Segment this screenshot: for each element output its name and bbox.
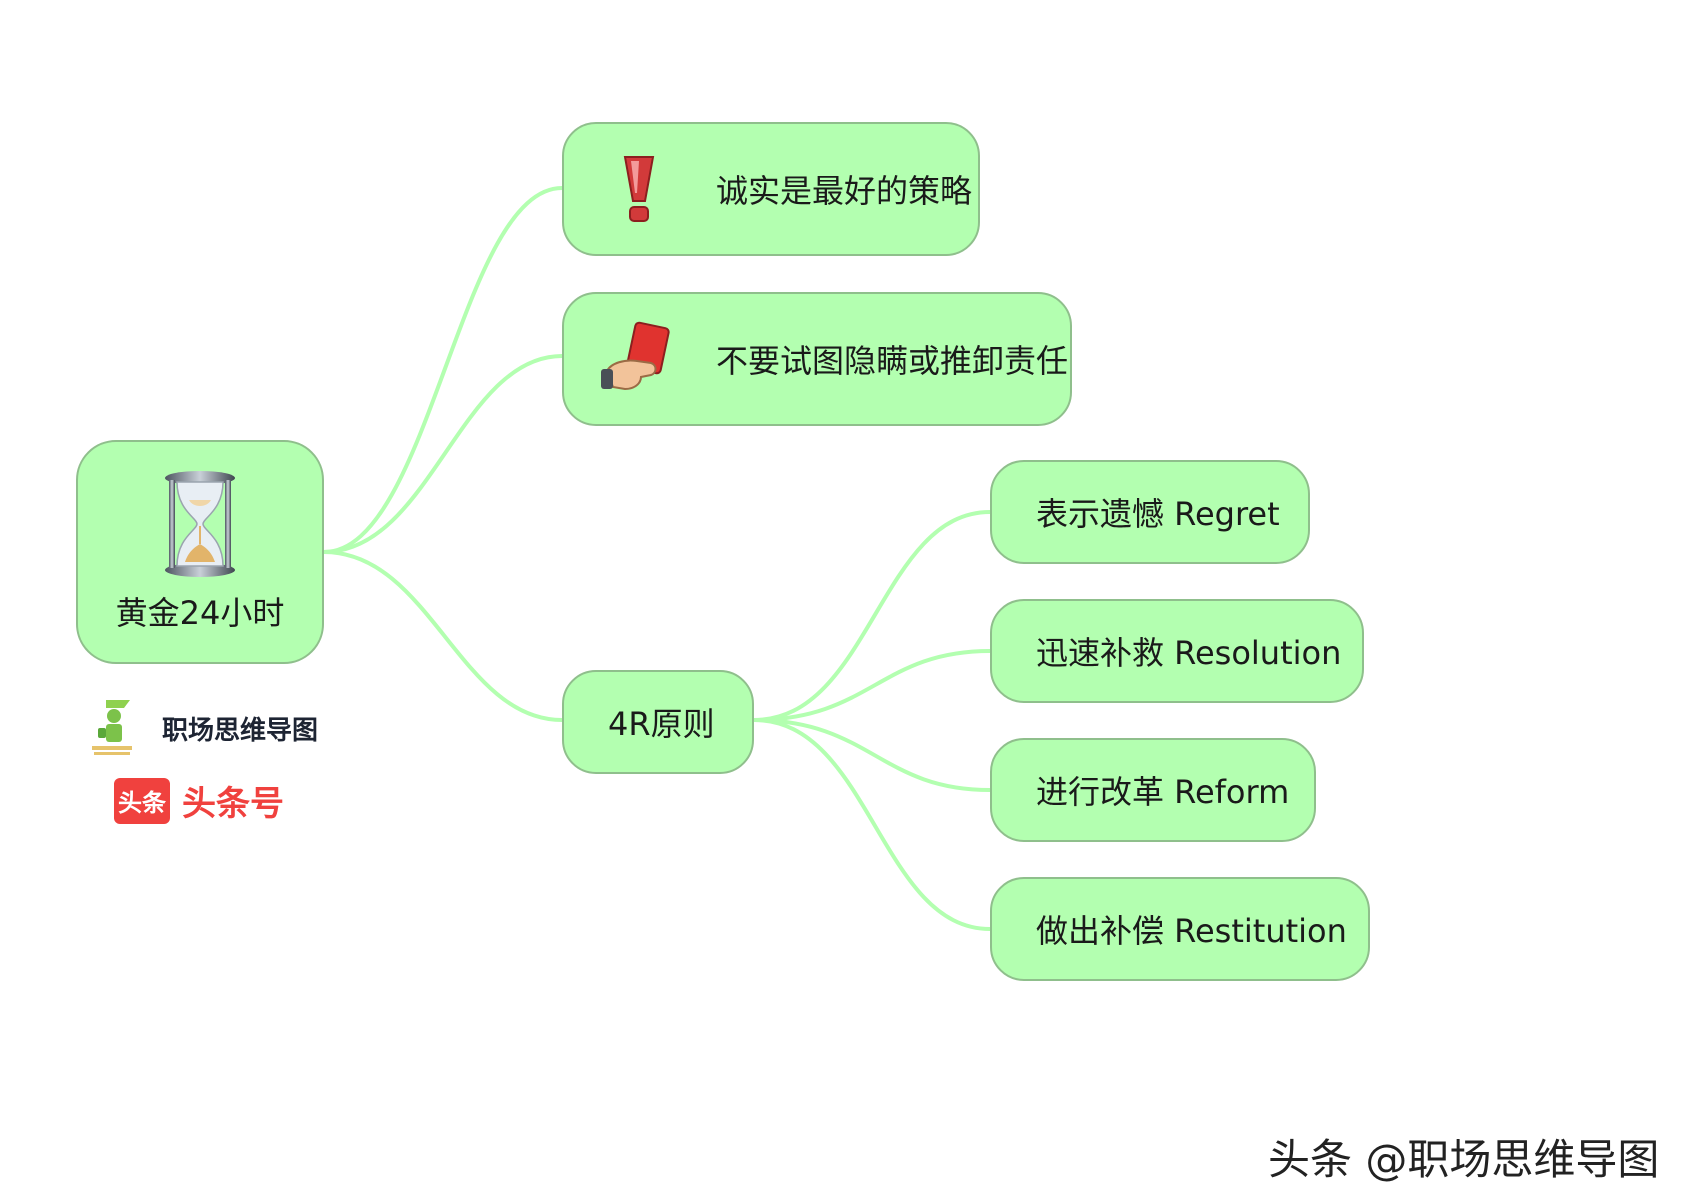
connector-4r-resolution — [752, 649, 992, 722]
connector-root-honesty — [322, 186, 564, 554]
red-card-hand-icon — [594, 321, 684, 397]
branch-honesty[interactable]: 诚实是最好的策略 — [562, 122, 980, 256]
child-regret-label: 表示遗憾 Regret — [1036, 495, 1280, 533]
watermark: 头条 @职场思维导图 — [1268, 1135, 1660, 1184]
branch-4r-label: 4R原则 — [608, 705, 715, 743]
connector-4r-restitution — [752, 718, 992, 931]
hourglass-icon — [163, 470, 237, 582]
branch-honesty-label: 诚实是最好的策略 — [716, 172, 973, 210]
branch-no-hiding-label: 不要试图隐瞒或推卸责任 — [716, 342, 1069, 380]
root-node[interactable]: 黄金24小时 — [76, 440, 324, 664]
child-restitution-label: 做出补偿 Restitution — [1036, 912, 1347, 950]
child-resolution[interactable]: 迅速补救 Resolution — [990, 599, 1364, 703]
exclamation-icon — [594, 153, 684, 225]
toutiao-brand-text: 头条号 — [182, 784, 284, 824]
author-name: 职场思维导图 — [162, 715, 319, 746]
connector-4r-regret — [752, 510, 992, 722]
toutiao-brand: 头条 头条号 — [114, 776, 284, 825]
child-reform-label: 进行改革 Reform — [1036, 773, 1290, 811]
child-resolution-label: 迅速补救 Resolution — [1036, 634, 1342, 672]
root-label: 黄金24小时 — [115, 594, 285, 632]
child-restitution[interactable]: 做出补偿 Restitution — [990, 877, 1370, 981]
connector-root-no-hiding — [322, 354, 564, 554]
connector-root-4r — [322, 550, 564, 722]
author-logo-icon — [84, 698, 140, 758]
branch-no-hiding[interactable]: 不要试图隐瞒或推卸责任 — [562, 292, 1072, 426]
child-reform[interactable]: 进行改革 Reform — [990, 738, 1316, 842]
connector-4r-reform — [752, 718, 992, 792]
author-credit: 职场思维导图 — [84, 698, 318, 758]
toutiao-logo-icon: 头条 — [114, 777, 170, 824]
child-regret[interactable]: 表示遗憾 Regret — [990, 460, 1310, 564]
branch-4r-principle[interactable]: 4R原则 — [562, 670, 754, 774]
